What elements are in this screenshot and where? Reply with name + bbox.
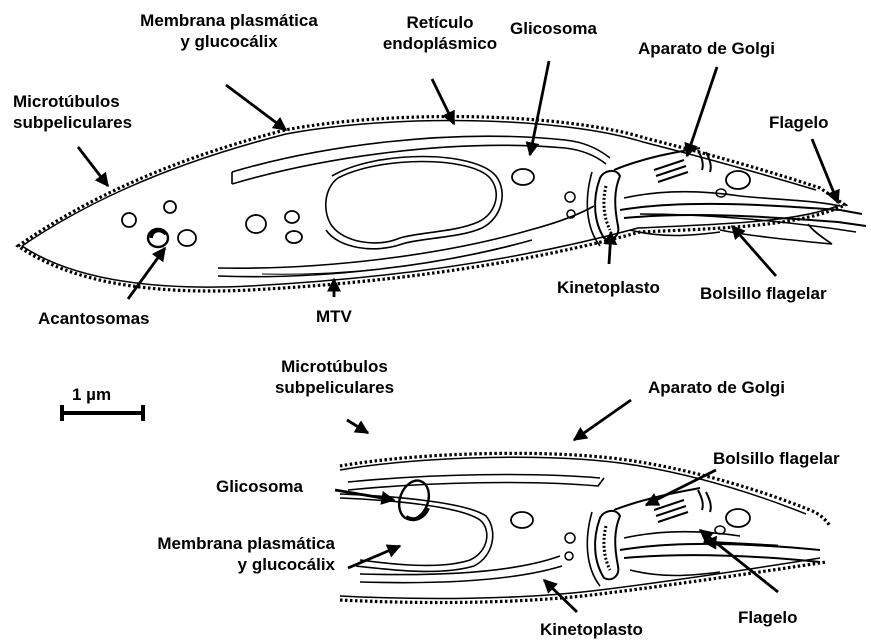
label-kinetoplasto-top: Kinetoplasto (557, 277, 660, 298)
top-cell (18, 117, 866, 291)
label-microtubulos-top-line1: Microtúbulos (13, 91, 132, 112)
label-golgi-top: Aparato de Golgi (638, 38, 775, 59)
label-flagelo-bottom: Flagelo (738, 607, 798, 628)
label-microtubulos-bottom-line1: Microtúbulos (247, 356, 422, 377)
bottom-kinetoplast (587, 511, 620, 586)
top-arrows (78, 61, 838, 299)
label-glicosoma-bottom: Glicosoma (216, 476, 303, 497)
label-membrana-top-line1: Membrana plasmática (113, 10, 345, 31)
label-microtubulos-bottom: Microtúbulos subpeliculares (247, 356, 422, 398)
label-microtubulos-top: Microtúbulos subpeliculares (13, 91, 132, 133)
label-acantosomas-top: Acantosomas (38, 308, 149, 329)
label-glicosoma-top: Glicosoma (510, 18, 597, 39)
label-membrana-bottom-line2: y glucocálix (140, 554, 335, 575)
top-er (232, 136, 610, 172)
label-kinetoplasto-bottom: Kinetoplasto (540, 619, 643, 640)
label-bolsillo-bottom: Bolsillo flagelar (713, 448, 840, 469)
label-membrana-bottom-line1: Membrana plasmática (140, 533, 335, 554)
top-nucleus (326, 162, 496, 243)
label-microtubulos-bottom-line2: subpeliculares (247, 377, 422, 398)
bottom-glycosome (394, 476, 434, 523)
label-membrana-top-line2: y glucocálix (113, 31, 345, 52)
scale-bar-label: 1 µm (72, 384, 111, 405)
label-reticulo-top-line2: endoplásmico (360, 33, 520, 54)
label-reticulo-top: Retículo endoplásmico (360, 12, 520, 54)
label-microtubulos-top-line2: subpeliculares (13, 112, 132, 133)
label-flagelo-top: Flagelo (769, 112, 829, 133)
label-reticulo-top-line1: Retículo (360, 12, 520, 33)
label-golgi-bottom: Aparato de Golgi (648, 377, 785, 398)
scale-bar (62, 405, 143, 421)
label-bolsillo-top: Bolsillo flagelar (700, 283, 827, 304)
label-membrana-bottom: Membrana plasmática y glucocálix (140, 533, 335, 575)
label-mtv-top: MTV (316, 306, 352, 327)
label-membrana-top: Membrana plasmática y glucocálix (113, 10, 345, 52)
bottom-cell (340, 453, 830, 602)
top-flagellum (614, 148, 866, 244)
